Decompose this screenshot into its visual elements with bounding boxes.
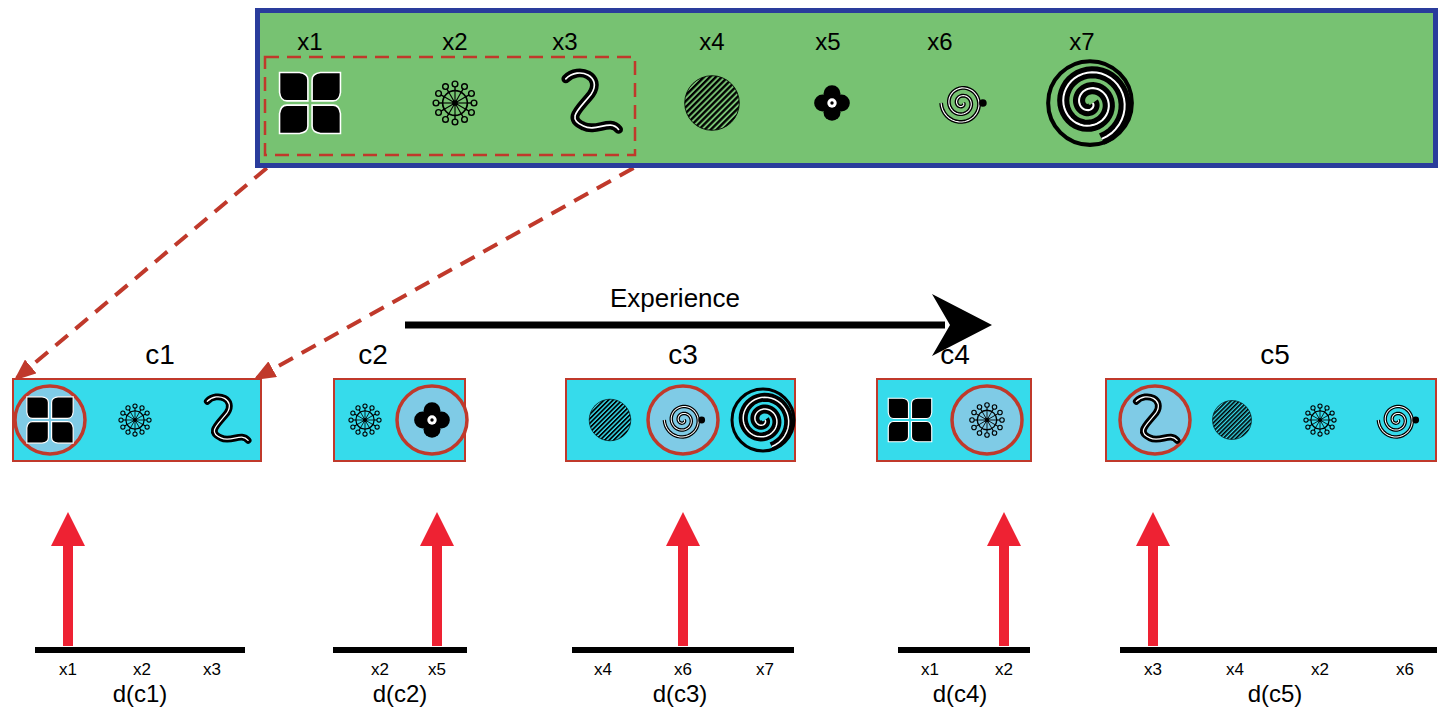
chosen-circle [15,386,85,454]
selection-arrow-head [987,512,1021,546]
selection-arrow-head [1136,512,1170,546]
axis-line [35,647,245,653]
symbol-icon [970,403,1005,438]
selection-bracket [265,57,635,155]
axis-line [333,647,467,653]
selection-arrow-shaft [432,540,442,646]
selection-arrow-head [420,512,454,546]
symbol-set-panel: x1 x2 x3 x4 x5 x6 x7 [255,8,1438,168]
symbol-label: x2 [442,29,467,55]
context-box: c3 [565,378,796,462]
symbol-label: x1 [297,29,322,55]
selection-arrow-shaft [678,540,688,646]
axis-tick-label: x2 [133,661,151,680]
symbol-icon [27,397,73,443]
distribution-label: d(c4) [933,681,988,707]
symbol-icon [1304,404,1336,436]
symbol-icon [414,402,450,438]
selection-arrow-shaft [999,540,1009,646]
symbol-label: x6 [927,29,952,55]
symbol-icon [207,397,248,441]
symbol-label: x5 [815,29,840,55]
context-title: c3 [668,340,698,371]
context-title: c5 [1260,340,1290,371]
arrow-label: Experience [610,284,740,313]
axis-tick-label: x3 [203,661,221,680]
chosen-circle [952,386,1022,454]
dashed-connector [17,168,267,378]
axis-tick-label: x2 [371,661,389,680]
distribution-label: d(c3) [653,681,708,707]
axis-tick-label: x5 [428,661,446,680]
symbol-icon [664,407,705,437]
selection-arrow-shaft [63,540,73,646]
context-title: c4 [940,340,970,371]
distribution-label: d(c5) [1248,681,1303,707]
context-box: c4 [876,378,1032,462]
symbol-icon [888,398,932,442]
chosen-circle [648,386,718,454]
axis-line [898,647,1030,653]
context-box: c5 [1105,378,1437,462]
symbol-icon [433,81,477,125]
symbol-icon [349,404,381,436]
experience-arrow-shaft [405,322,945,329]
symbol-icon [941,88,987,122]
context-box: c1 [12,378,262,462]
axis-tick-label: x1 [921,661,939,680]
symbol-label: x3 [552,29,577,55]
axis-tick-label: x6 [674,661,692,680]
chosen-circle [397,386,467,454]
context-box: c2 [333,378,466,462]
context-title: c1 [145,340,175,371]
axis-line [572,647,794,653]
symbol-icon [280,73,341,134]
axis-line [1120,647,1437,653]
symbol-icon [1378,407,1419,437]
distribution-label: d(c2) [373,681,428,707]
symbol-label: x4 [699,29,724,55]
axis-tick-label: x2 [1311,661,1329,680]
axis-tick-label: x4 [1226,661,1244,680]
selection-arrows [51,512,1170,646]
symbol-icon [814,85,850,121]
dashed-connector [257,168,634,378]
symbol-label: x7 [1069,29,1094,55]
symbol-icon [566,73,619,129]
symbol-icon [119,404,151,436]
axis-tick-label: x7 [756,661,774,680]
symbol-icon [589,399,631,441]
context-title: c2 [358,340,388,371]
axis-tick-label: x6 [1396,661,1414,680]
symbol-icon [1048,61,1132,145]
symbol-icon [1136,397,1177,441]
symbol-icon [732,389,794,451]
axis-tick-label: x2 [995,661,1013,680]
axis-tick-label: x1 [59,661,77,680]
axis-tick-label: x4 [594,661,612,680]
symbol-icon [685,76,740,131]
selection-arrow-shaft [1148,540,1158,646]
distribution-label: d(c1) [113,681,168,707]
chosen-circle [1120,386,1190,454]
selection-arrow-head [51,512,85,546]
selection-arrow-head [666,512,700,546]
symbol-icon [1213,401,1252,440]
axis-tick-label: x3 [1144,661,1162,680]
